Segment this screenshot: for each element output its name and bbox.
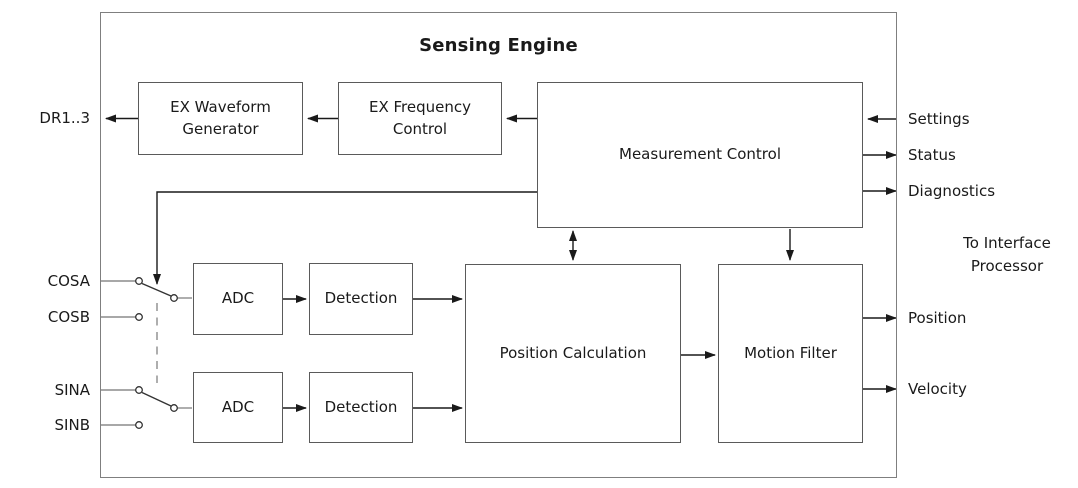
switch-contact-cos-common	[170, 294, 178, 302]
arrow-switch-control	[153, 191, 537, 285]
block-ex-waveform-generator: EX Waveform Generator	[138, 82, 303, 155]
block-detection-sin: Detection	[309, 372, 413, 443]
block-label: EX Frequency Control	[368, 97, 471, 138]
block-adc-cos: ADC	[193, 263, 283, 335]
block-position-calculation: Position Calculation	[465, 264, 681, 443]
block-label: ADC	[221, 289, 255, 308]
port-label-cosb: COSB	[47, 308, 90, 326]
block-label: Detection	[324, 397, 398, 416]
port-label-sina: SINA	[54, 381, 90, 399]
annotation-to-interface-processor: To Interface Processor	[963, 234, 1051, 275]
port-label-diagnostics: Diagnostics	[908, 182, 996, 200]
port-label-status: Status	[908, 146, 956, 164]
diagram-title: Sensing Engine	[419, 35, 578, 56]
block-label: Motion Filter	[744, 343, 837, 362]
switch-lever-cos	[141, 282, 172, 297]
sensing-engine-boundary	[100, 12, 897, 478]
port-label-cosa: COSA	[47, 272, 90, 290]
switch-contact-sin-common	[170, 404, 178, 412]
block-label: ADC	[221, 397, 255, 416]
port-label-position: Position	[908, 309, 967, 327]
block-measurement-control: Measurement Control	[537, 82, 863, 228]
block-detection-cos: Detection	[309, 263, 413, 335]
switch-contact-cosb	[135, 313, 143, 321]
port-label-sinb: SINB	[54, 416, 90, 434]
switch-lever-sin	[141, 391, 172, 407]
block-label: EX Waveform Generator	[170, 97, 271, 138]
block-motion-filter: Motion Filter	[718, 264, 863, 443]
block-label: Measurement Control	[619, 145, 781, 164]
block-label: Detection	[324, 289, 398, 308]
switch-contact-sinb	[135, 421, 143, 429]
port-label-dr1-3: DR1..3	[39, 109, 90, 127]
port-label-settings: Settings	[908, 110, 970, 128]
switch-contact-sina	[135, 386, 143, 394]
switch-contact-cosa	[135, 277, 143, 285]
block-ex-frequency-control: EX Frequency Control	[338, 82, 502, 155]
block-label: Position Calculation	[499, 343, 647, 362]
port-label-velocity: Velocity	[908, 380, 967, 398]
block-adc-sin: ADC	[193, 372, 283, 443]
